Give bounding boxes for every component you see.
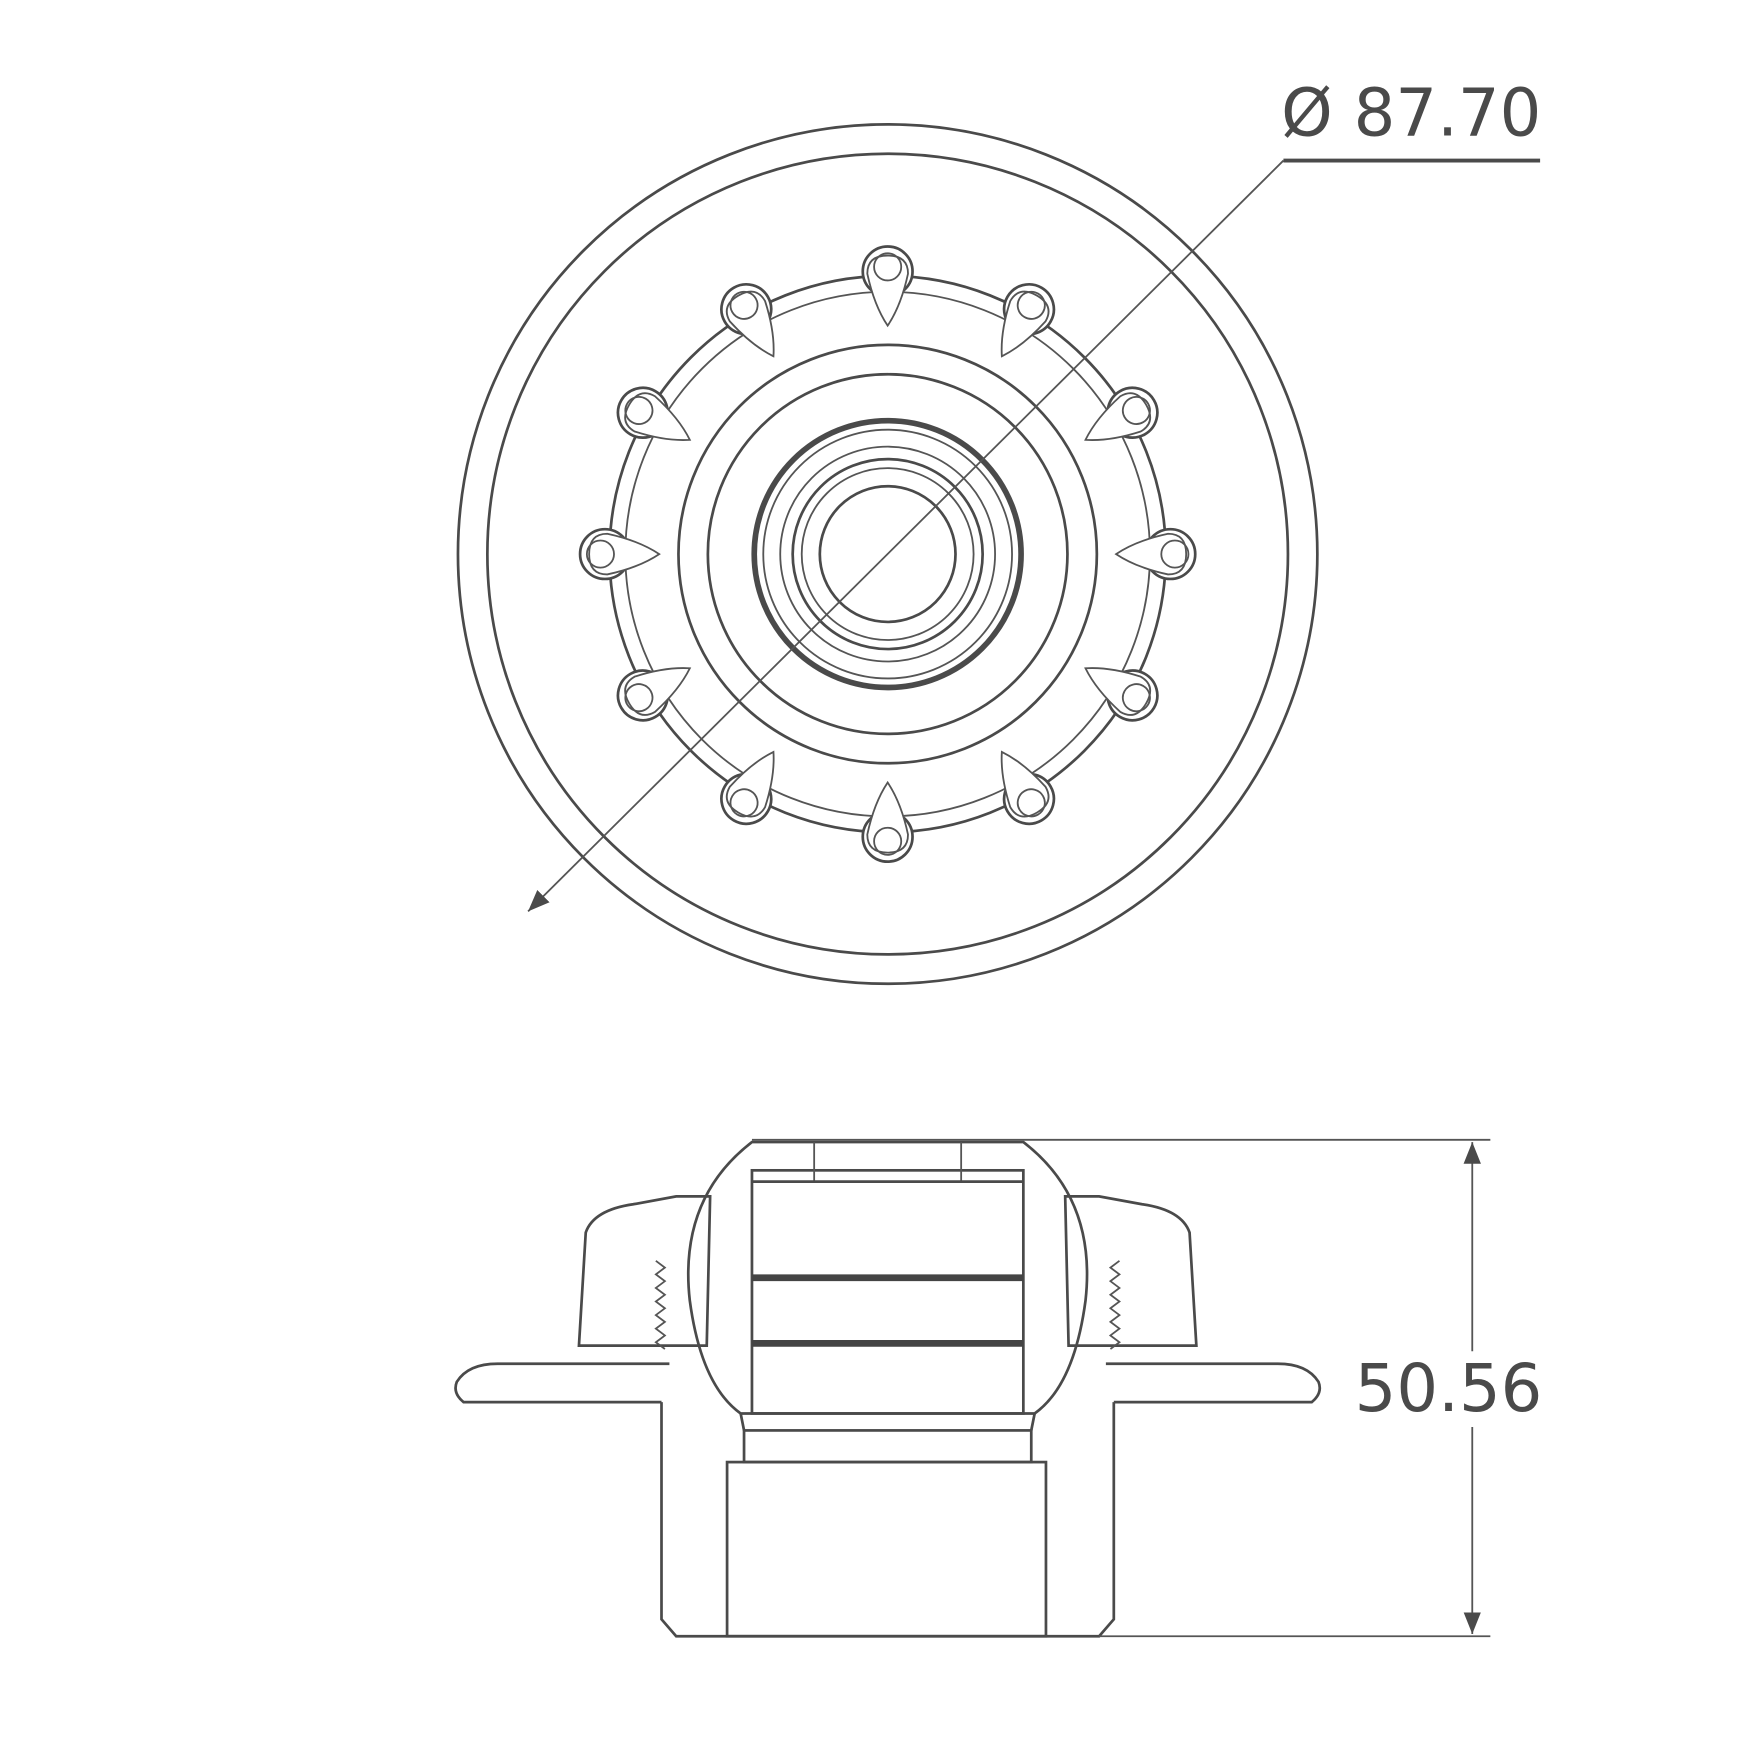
bump: [616, 667, 692, 722]
thread-left: [654, 1260, 667, 1350]
neck-edge: [1029, 1413, 1036, 1431]
hub-ring: [791, 457, 984, 651]
hub-outer: [751, 417, 1024, 691]
bump: [720, 283, 775, 358]
neck-edge: [739, 1413, 746, 1431]
neck: [742, 1429, 1033, 1464]
thread-right: [1108, 1260, 1121, 1350]
bump: [1084, 386, 1159, 441]
nut-right: [1063, 1194, 1198, 1347]
flange-left: [454, 1362, 670, 1404]
hub-ring: [762, 428, 1013, 680]
outer-rim: [456, 123, 1319, 986]
bump: [861, 245, 914, 328]
bump: [1000, 750, 1056, 826]
ball-insert: [750, 1168, 1025, 1415]
inner-rim: [486, 152, 1290, 956]
base-socket: [725, 1460, 1048, 1638]
nut-left: [577, 1194, 712, 1347]
bump: [1000, 283, 1056, 358]
diameter-label: Ø 87.70: [1281, 76, 1541, 152]
bump: [578, 527, 661, 581]
side-view: 50.56: [454, 1138, 1543, 1638]
top-view: Ø 87.70: [456, 76, 1541, 986]
bump: [1114, 527, 1197, 581]
bump: [1084, 667, 1159, 722]
hub-ring: [779, 445, 996, 663]
bump: [720, 750, 775, 826]
flange-right: [1105, 1362, 1322, 1404]
bump-group: [578, 245, 1197, 864]
bore: [818, 484, 957, 624]
height-label: 50.56: [1355, 1351, 1543, 1427]
hub-ring: [800, 467, 975, 641]
collar-inner: [706, 372, 1069, 736]
diameter-leader-line: [527, 159, 1285, 913]
collar-outer: [677, 343, 1099, 765]
bump: [861, 780, 914, 864]
bump: [616, 386, 692, 441]
